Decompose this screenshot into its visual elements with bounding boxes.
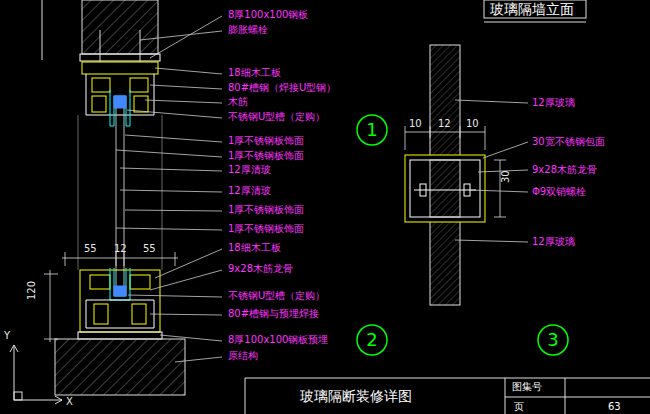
dimension-text: 10 [466,118,479,130]
part-callout: 不锈钢U型槽（定购） [228,290,325,302]
part-callout: 30宽不锈钢包面 [532,136,605,148]
part-callout: 木筋 [228,96,248,108]
part-callout: 18细木工板 [228,67,281,79]
part-callout: 原结构 [228,350,258,362]
part-callout: 1厚不锈钢板饰面 [228,150,304,162]
part-callout: 1厚不锈钢板饰面 [228,204,304,216]
part-callout: 8厚100x100钢板 [228,9,308,21]
dimension-text: 12 [114,243,127,255]
leader-lines [116,16,222,362]
part-callout: 膨胀螺栓 [228,24,268,36]
axis-label: Y [4,330,10,342]
part-callout: Φ9双销螺栓 [532,186,586,198]
dimension-text: 12 [438,118,451,130]
callout-number: 2 [366,330,377,350]
dimension-text: 10 [409,118,422,130]
part-callout: 不锈钢U型槽（定购） [228,111,325,123]
leader-lines [455,100,528,242]
dimension-text: 55 [84,243,97,255]
dimension-lines [44,252,178,342]
view-title: 玻璃隔墙立面 [490,1,574,17]
title-block-cell: 63 [608,401,621,413]
part-callout: 1厚不锈钢板饰面 [228,223,304,235]
part-callout: 1厚不锈钢板饰面 [228,135,304,147]
dimension-text: 120 [26,281,38,300]
callout-circle: 1 [356,114,388,146]
part-callout: 9x28木筋龙骨 [228,263,293,275]
part-callout: 12厚清玻 [228,164,271,176]
callout-number: 3 [547,330,558,350]
callout-circle: 3 [537,324,569,356]
part-callout: 18细木工板 [228,242,281,254]
part-callout: 12厚玻璃 [532,236,575,248]
top-structure [42,0,160,126]
ucs-icon [10,345,62,404]
part-callout: 80#槽钢（焊接U型钢） [228,82,336,94]
part-callout: 12厚清玻 [228,185,271,197]
title-block [245,378,650,414]
callout-number: 1 [366,120,377,140]
part-callout: 9x28木筋龙骨 [532,164,597,176]
title-block-cell: 玻璃隔断装修详图 [300,388,412,404]
glass-wall-elevation [405,0,586,305]
dimension-text: 30 [500,170,512,183]
glass-panel [78,108,162,290]
part-callout: 80#槽钢与预埋焊接 [228,308,319,320]
part-callout: 12厚玻璃 [532,97,575,109]
axis-label: X [66,396,73,408]
dimension-text: 55 [143,243,156,255]
bottom-assembly [55,268,185,395]
title-block-cell: 页 [514,401,524,413]
part-callout: 8厚100x100钢板预埋 [228,334,328,346]
title-block-cell: 图集号 [512,381,542,393]
callout-circle: 2 [356,324,388,356]
